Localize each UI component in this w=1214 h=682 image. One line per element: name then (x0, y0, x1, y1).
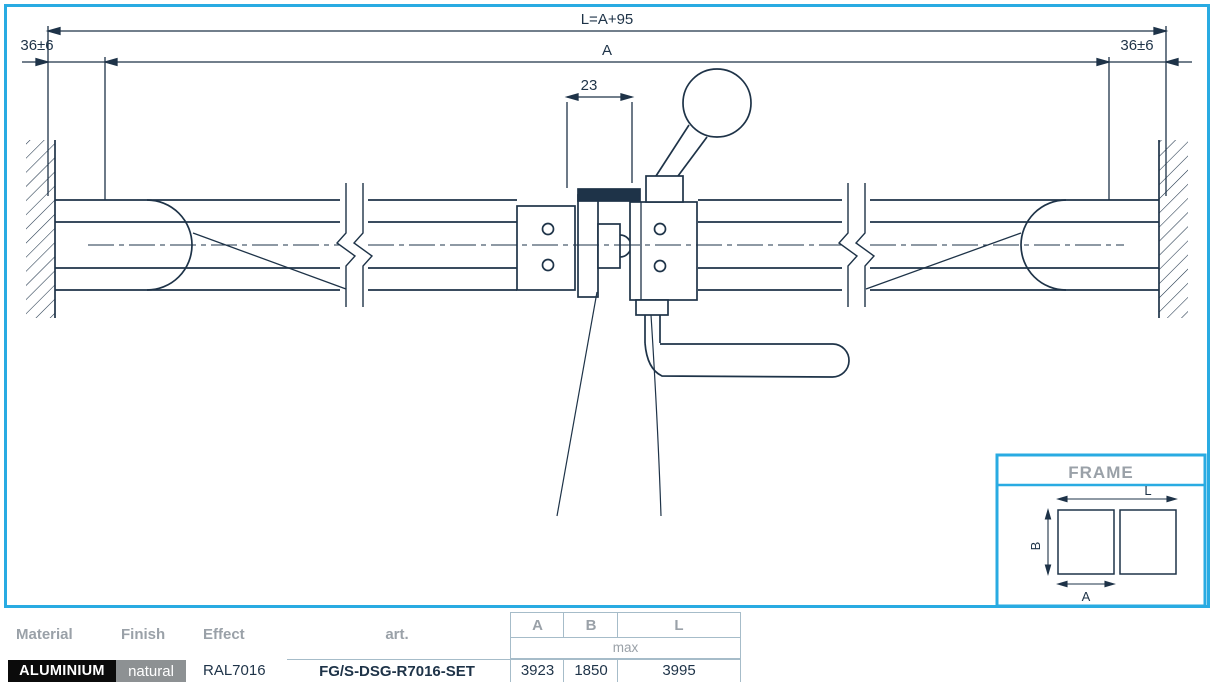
value-material: ALUMINIUM (8, 660, 116, 682)
value-b: 1850 (563, 659, 618, 682)
dim-offset-right-label: 36±6 (1120, 37, 1153, 54)
header-col-b: B (563, 612, 618, 638)
knob-base (645, 175, 684, 203)
knob-ball (682, 68, 752, 138)
frame-dim-a-label: A (1082, 589, 1091, 604)
header-col-l: L (617, 612, 741, 638)
dimension-labels: L=A+95 A 23 36±6 36±6 (20, 11, 1153, 94)
dim-total-label: L=A+95 (581, 11, 634, 28)
break-symbol-right (837, 183, 876, 307)
screw-hole (541, 222, 555, 236)
dim-offset-left-label: 36±6 (20, 37, 53, 54)
frame-inset: FRAME L B A (995, 453, 1207, 608)
frame-profiles (1057, 509, 1177, 575)
rod-end-right (1020, 199, 1067, 291)
technical-drawing: L=A+95 A 23 36±6 36±6 (4, 4, 1210, 608)
striker-plate (577, 188, 641, 202)
bolt-block (597, 223, 621, 269)
wall-hatch-right (1158, 140, 1188, 318)
gearbox-left (516, 205, 576, 291)
frame-inset-border (995, 453, 1207, 608)
screw-hole (541, 258, 555, 272)
dim-a-label: A (602, 42, 612, 59)
spec-table: Material Finish Effect art. A B L max AL… (0, 612, 1214, 682)
value-effect: RAL7016 (203, 662, 266, 679)
lever-handle (635, 299, 850, 378)
frame-dim-b-label: B (1028, 542, 1043, 551)
gearbox-right (629, 201, 698, 301)
header-finish: Finish (121, 626, 166, 643)
value-finish: natural (116, 660, 186, 682)
locking-knob (645, 68, 752, 203)
header-effect: Effect (203, 626, 245, 643)
frame-dimensions (1044, 495, 1178, 588)
table-divider (287, 659, 741, 660)
wall-hatch-left (26, 140, 56, 318)
frame-dim-l-label: L (1144, 483, 1151, 498)
value-l: 3995 (617, 659, 741, 682)
dim-23-label: 23 (581, 77, 598, 94)
header-material: Material (16, 626, 73, 643)
break-symbol-left (335, 183, 374, 307)
frame-inset-title: FRAME (1068, 463, 1133, 482)
handle-rosette (635, 299, 669, 316)
connector-plate (577, 194, 599, 298)
header-max: max (510, 637, 741, 659)
gear-mechanism (516, 188, 698, 301)
screw-hole (653, 259, 667, 273)
header-col-a: A (510, 612, 564, 638)
projection-lines (556, 291, 662, 517)
screw-hole (653, 222, 667, 236)
value-article: FG/S-DSG-R7016-SET (319, 662, 475, 680)
value-a: 3923 (510, 659, 564, 682)
rod-assembly (55, 183, 1159, 307)
header-article: art. (385, 626, 409, 643)
